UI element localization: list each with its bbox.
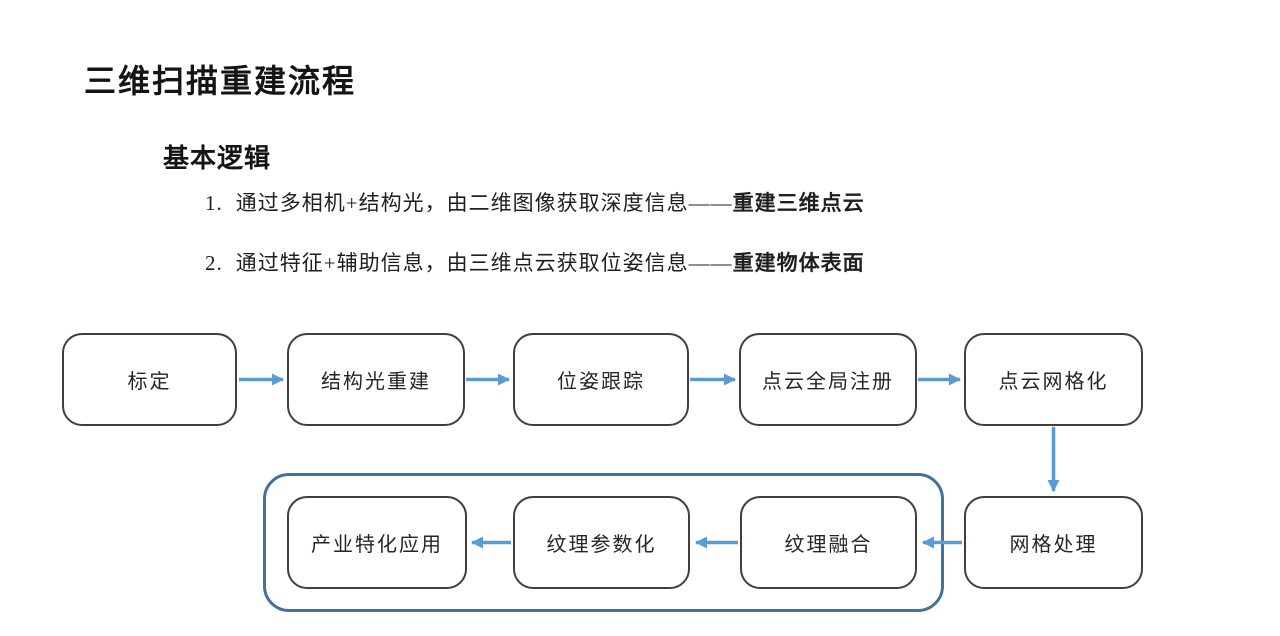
flow-node-mesh-processing: 网格处理 [964,496,1143,589]
flow-node-structured-light-reconstruction: 结构光重建 [287,333,465,426]
flow-node-point-cloud-global-registration: 点云全局注册 [739,333,917,426]
list-text: 通过特征+辅助信息，由三维点云获取位姿信息—— [235,251,733,275]
list-number: 2. [205,251,223,275]
flow-node-pose-tracking: 位姿跟踪 [513,333,689,426]
list-item: 2. 通过特征+辅助信息，由三维点云获取位姿信息——重建物体表面 [205,247,865,277]
page-title: 三维扫描重建流程 [84,63,357,99]
list-item: 1. 通过多相机+结构光，由二维图像获取深度信息——重建三维点云 [205,187,865,217]
list-text-emphasis: 重建三维点云 [732,191,865,215]
flow-node-industry-specialized-application: 产业特化应用 [287,496,467,589]
flow-node-calibration: 标定 [62,333,237,426]
flow-node-texture-fusion: 纹理融合 [740,496,917,589]
section-heading: 基本逻辑 [163,144,272,173]
flow-node-point-cloud-meshing: 点云网格化 [964,333,1143,426]
list-text: 通过多相机+结构光，由二维图像获取深度信息—— [235,191,733,215]
flow-node-texture-parameterization: 纹理参数化 [513,496,690,589]
list-text-emphasis: 重建物体表面 [732,251,865,275]
list-number: 1. [205,191,223,215]
